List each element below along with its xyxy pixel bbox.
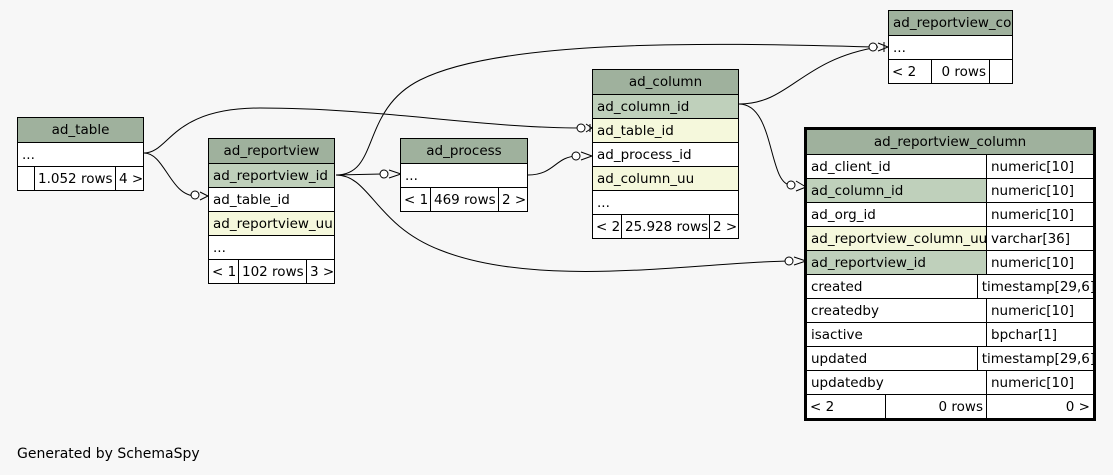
table-ad-table[interactable]: ad_table ... 1.052 rows 4 >	[17, 117, 144, 191]
table-header: ad_reportview	[209, 139, 334, 163]
table-header: ad_column	[593, 70, 738, 94]
ellipsis-row: ...	[401, 163, 527, 187]
edge-end-circle	[190, 190, 200, 200]
ellipsis-row: ...	[889, 35, 1012, 59]
generated-by-label: Generated by SchemaSpy	[17, 446, 200, 462]
column-row: ad_table_id	[209, 187, 334, 211]
crows-foot	[877, 42, 890, 52]
column-row: ad_reportview_uu	[209, 211, 334, 235]
row-count: 0 rows	[931, 60, 989, 83]
parents-count: < 2	[596, 219, 621, 235]
ellipsis-row: ...	[593, 190, 738, 214]
crows-foot	[580, 151, 594, 161]
row-count: 0 rows	[885, 395, 986, 418]
table-footer: < 1 102 rows 3 >	[209, 259, 334, 283]
table-ad-reportview-col[interactable]: ad_reportview_col ... < 2 0 rows	[888, 10, 1013, 84]
children-count: 2 >	[498, 188, 527, 211]
crows-foot	[199, 191, 210, 201]
table-header: ad_reportview_column	[807, 130, 1093, 154]
column-row: ad_table_id	[593, 118, 738, 142]
table-header: ad_process	[401, 139, 527, 163]
table-footer: < 1 469 rows 2 >	[401, 187, 527, 211]
edge-ad-process-to-ad-column	[527, 155, 579, 176]
ellipsis-row: ...	[18, 142, 143, 166]
edge-ad-reportview-to-ad-reportview-col	[335, 43, 874, 176]
parents-count: < 1	[212, 264, 237, 280]
parents-count: < 2	[892, 64, 917, 80]
table-ad-process[interactable]: ad_process ... < 1 469 rows 2 >	[400, 138, 528, 212]
edge-ad-table-to-ad-column	[143, 107, 583, 154]
children-count	[989, 60, 1012, 83]
children-count: 3 >	[306, 260, 334, 283]
table-ad-column[interactable]: ad_column ad_column_id ad_table_id ad_pr…	[592, 69, 739, 239]
edge-end-circle	[786, 180, 796, 190]
column-row: ad_process_id	[593, 142, 738, 166]
parents-count: < 1	[404, 192, 429, 208]
edge-ad-table-to-ad-reportview	[143, 152, 197, 197]
column-row: ad_column_id	[593, 94, 738, 118]
edge-end-circle	[379, 169, 389, 179]
ellipsis-row: ...	[209, 235, 334, 259]
edge-ad-reportview-to-ad-process	[335, 173, 386, 176]
parents-count	[18, 167, 34, 190]
table-footer: < 2 0 rows	[889, 59, 1012, 83]
edge-end-circle	[571, 151, 581, 161]
table-ad-reportview[interactable]: ad_reportview ad_reportview_id ad_table_…	[208, 138, 335, 284]
edge-ad-column-to-ad-reportview-col	[738, 46, 879, 105]
row-count: 1.052 rows	[34, 167, 115, 190]
column-row: ad_column_uu	[593, 166, 738, 190]
edge-end-circle	[784, 256, 794, 266]
edge-ad-column-to-ad-reportview-column	[738, 103, 792, 186]
table-header: ad_reportview_col	[889, 11, 1012, 35]
edge-end-circle	[868, 42, 878, 52]
row-count: 25.928 rows	[621, 215, 709, 238]
edge-end-circle	[576, 123, 586, 133]
row-count: 469 rows	[430, 188, 498, 211]
children-count: 4 >	[115, 167, 143, 190]
table-footer: < 2 25.928 rows 2 >	[593, 214, 738, 238]
column-row: ad_reportview_id	[209, 163, 334, 187]
row-count: 102 rows	[238, 260, 306, 283]
children-count: 2 >	[709, 215, 738, 238]
parents-count: < 2	[810, 399, 835, 415]
children-count: 0 >	[986, 395, 1093, 418]
table-footer: < 2 0 rows 0 >	[807, 394, 1093, 418]
table-footer: 1.052 rows 4 >	[18, 166, 143, 190]
table-header: ad_table	[18, 118, 143, 142]
edge-ad-reportview-to-ad-reportview-column	[335, 174, 791, 272]
